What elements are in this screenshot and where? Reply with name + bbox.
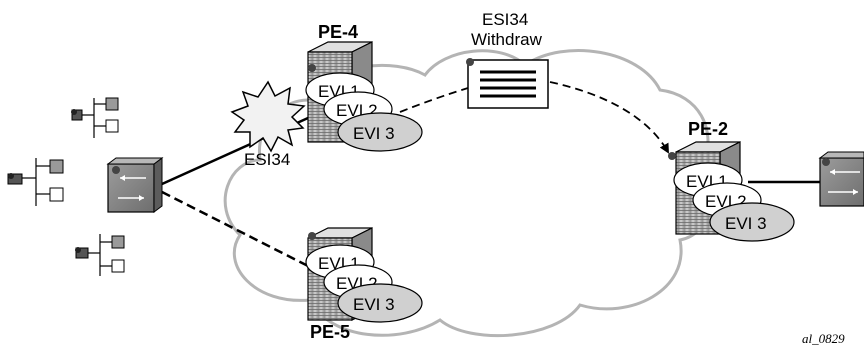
withdraw-path-to-pe2 <box>549 81 669 154</box>
host-cluster-top <box>71 97 119 138</box>
evi-3-ellipse <box>709 202 795 242</box>
router-pe2: EVI 1 EVI 2 EVI 3 <box>668 141 795 242</box>
withdraw-path-from-pe4 <box>399 87 469 113</box>
ce-switch-left <box>106 157 164 213</box>
port-dot <box>308 64 316 72</box>
evi-3-ellipse <box>337 283 423 323</box>
link-ce-to-pe5 <box>161 190 313 270</box>
evi-3-label: EVI 3 <box>725 214 767 233</box>
withdraw-message-icon <box>466 58 549 109</box>
host-cluster-bottom <box>75 234 125 276</box>
evi-3-label: EVI 3 <box>353 124 395 143</box>
router-pe4: EVI 1 EVI 2 EVI 3 <box>305 41 423 152</box>
pe4-label: PE-4 <box>318 22 358 42</box>
port-dot <box>308 232 316 240</box>
message-line1: ESI34 <box>482 10 528 29</box>
host-cluster-middle <box>7 158 64 206</box>
evi-3-ellipse <box>337 112 423 152</box>
failure-label: ESI34 <box>244 150 290 169</box>
failure-burst-icon <box>230 80 306 153</box>
ce-switch-right <box>818 151 864 207</box>
port-dot <box>112 166 120 174</box>
router-pe5: EVI 1 EVI 2 EVI 3 <box>305 227 423 323</box>
figure-id: al_0829 <box>802 331 845 346</box>
message-line2: Withdraw <box>471 30 543 49</box>
port-dot <box>822 158 830 166</box>
pe5-label: PE-5 <box>310 322 350 342</box>
port-dot <box>466 58 474 66</box>
pe2-label: PE-2 <box>688 119 728 139</box>
evi-3-label: EVI 3 <box>353 295 395 314</box>
port-dot <box>668 152 676 160</box>
